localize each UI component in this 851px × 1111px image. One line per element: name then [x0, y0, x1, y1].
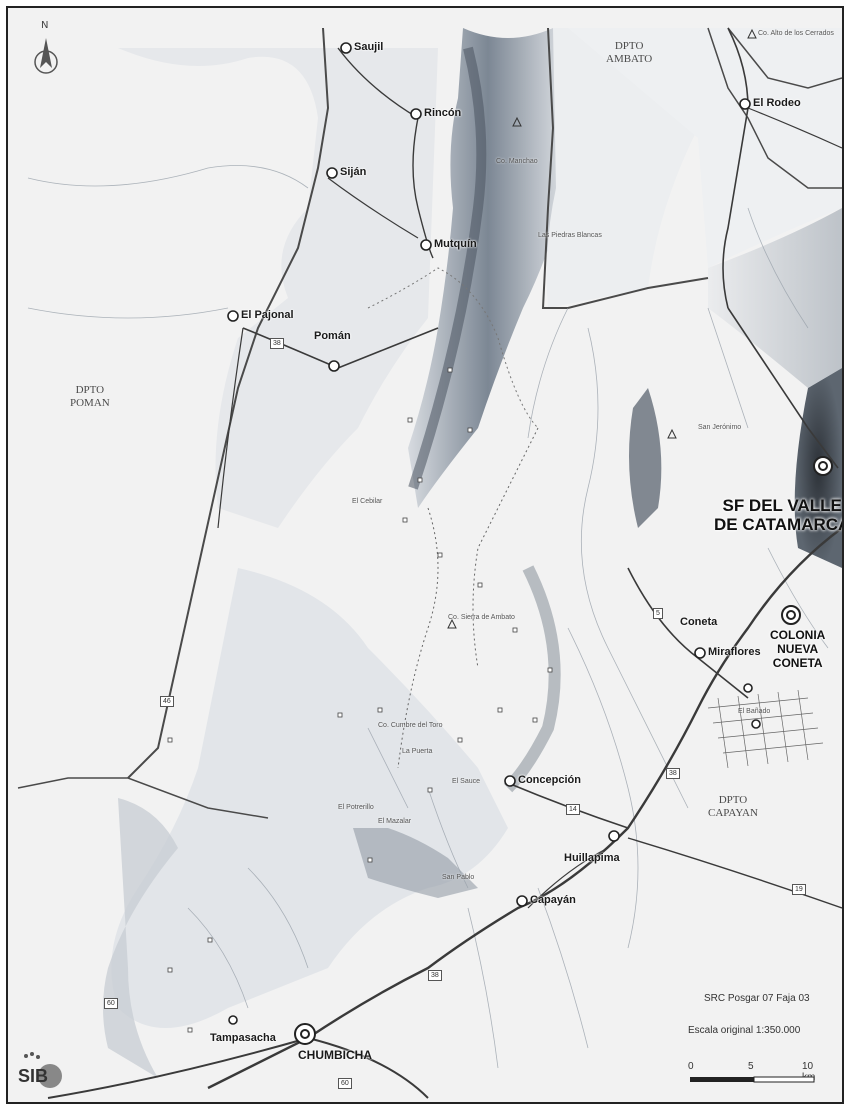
ambato-border — [541, 27, 709, 309]
route-mutquin — [327, 177, 419, 239]
route-shield-38: 38 — [666, 768, 680, 779]
route-shield-38-north: 38 — [270, 338, 284, 349]
crs-label: SRC Posgar 07 Faja 03 — [704, 993, 810, 1004]
place-piedras: Las Piedras Blancas — [538, 232, 602, 239]
dept-ambato-label: DPTO AMBATO — [606, 40, 653, 65]
road-network — [47, 27, 842, 1099]
capital-label[interactable]: SF DEL VALLE DE CATAMARCA — [714, 496, 844, 534]
west-coast-shade — [103, 798, 178, 1078]
north-letter: N — [41, 20, 49, 31]
route-shield-46: 46 — [160, 696, 174, 707]
town-tampasacha[interactable]: Tampasacha — [210, 1032, 276, 1044]
ambato-crest — [408, 46, 487, 490]
town-coneta[interactable]: Coneta — [680, 616, 718, 628]
town-sijan[interactable]: Siján — [340, 166, 367, 178]
dotted-border-ambato — [367, 267, 539, 429]
route-shield-60-west: 60 — [104, 998, 118, 1009]
concepcion-ridge — [503, 565, 561, 793]
route-shield-38-south: 38 — [428, 970, 442, 981]
map-frame[interactable]: 38 38 14 5 19 60 60 46 38 DPTO POMAN DPT… — [6, 6, 844, 1104]
scale-bar-graphic — [690, 1076, 815, 1083]
dept-poman-label: DPTO POMAN — [70, 384, 110, 409]
colonia-label-line3: CONETA — [772, 656, 823, 670]
route-shield-19: 19 — [792, 884, 806, 895]
scale-bar: 0 5 10 km — [688, 1061, 818, 1083]
place-sierra: Co. Sierra de Ambato — [448, 614, 515, 621]
town-saujil[interactable]: Saujil — [354, 41, 384, 53]
coneta-grid — [707, 689, 824, 769]
ambato-north-border — [727, 27, 842, 89]
scale-tick-0: 0 — [688, 1061, 694, 1072]
place-el-mazalar: El Mazalar — [378, 818, 412, 825]
route-19 — [627, 837, 842, 909]
dotted-border-east — [472, 427, 539, 669]
colonia-label-line1: COLONIA — [770, 628, 826, 642]
ambato-east-border — [707, 27, 842, 189]
colonia-label-line2: NUEVA — [777, 642, 819, 656]
place-ambato-cdos: Co. Alto de los Cerrados — [758, 30, 834, 37]
sib-logo-icon: SIB — [16, 1048, 66, 1094]
scale-tick-5: 5 — [748, 1061, 754, 1072]
route-5 — [627, 567, 749, 699]
route-elrodeo — [722, 27, 749, 309]
settlement-markers — [167, 367, 553, 1033]
town-capayan[interactable]: Capayán — [530, 894, 576, 906]
route-shield-60: 60 — [338, 1078, 352, 1089]
town-mutquin[interactable]: Mutquín — [434, 238, 477, 250]
southwest-border — [17, 777, 269, 819]
place-manchao: Co. Manchao — [496, 158, 538, 165]
route-north — [337, 47, 434, 259]
sib-logo-text: SIB — [18, 1066, 49, 1086]
place-el-cebilar: El Cebilar — [352, 498, 383, 505]
place-la-puerta: La Puerta — [402, 748, 433, 755]
town-markers — [227, 42, 761, 1025]
colonia-label[interactable]: COLONIA NUEVA CONETA — [770, 628, 825, 670]
eastern-escarpment — [629, 388, 662, 528]
route-38 — [207, 527, 842, 1090]
scale-label: Escala original 1:350.000 — [688, 1025, 801, 1036]
place-cumbre: Co. Cumbre del Toro — [378, 722, 443, 729]
eastern-slope — [708, 208, 842, 388]
peak-markers — [447, 28, 757, 629]
major-town-markers — [294, 456, 833, 1045]
place-sauce: El Sauce — [452, 778, 481, 785]
map-canvas[interactable] — [8, 8, 842, 1102]
route-capayan — [527, 847, 609, 909]
capital-label-line1: SF DEL VALLE — [722, 496, 842, 515]
route-east — [747, 107, 842, 149]
route-60 — [47, 1036, 429, 1099]
town-rincon[interactable]: Rincón — [424, 107, 462, 119]
town-huillapima[interactable]: Huillapima — [564, 852, 620, 864]
town-el-rodeo[interactable]: El Rodeo — [753, 97, 801, 109]
town-chumbicha[interactable]: CHUMBICHA — [298, 1048, 372, 1062]
stream-network — [27, 165, 829, 1069]
sib-logo-graphic — [24, 1052, 62, 1088]
route-shield-14: 14 — [566, 804, 580, 815]
mazalar-shade — [353, 828, 478, 898]
north-arrow-icon: N — [28, 20, 64, 84]
town-el-pajonal[interactable]: El Pajonal — [241, 309, 294, 321]
route-pajonal — [217, 327, 244, 529]
north-valley-shade — [568, 28, 842, 268]
place-el-potrerillo: El Potrerillo — [338, 804, 374, 811]
poman-border — [127, 27, 330, 779]
place-el-banado: El Bañado — [738, 708, 771, 715]
dept-capayan-label: DPTO CAPAYAN — [708, 794, 758, 819]
north-arrow-graphic — [34, 38, 58, 74]
route-shield-5: 5 — [653, 608, 663, 619]
town-miraflores[interactable]: Miraflores — [708, 646, 761, 658]
place-san-jeronimo: San Jerónimo — [698, 424, 742, 431]
route-capital — [727, 307, 839, 469]
town-poman[interactable]: Pomán — [314, 330, 351, 342]
western-valley-shade — [118, 48, 438, 528]
southern-range — [111, 568, 508, 1028]
place-san-pablo: San Pablo — [442, 874, 475, 881]
town-concepcion[interactable]: Concepción — [518, 774, 581, 786]
capital-label-line2: DE CATAMARCA — [714, 515, 844, 534]
